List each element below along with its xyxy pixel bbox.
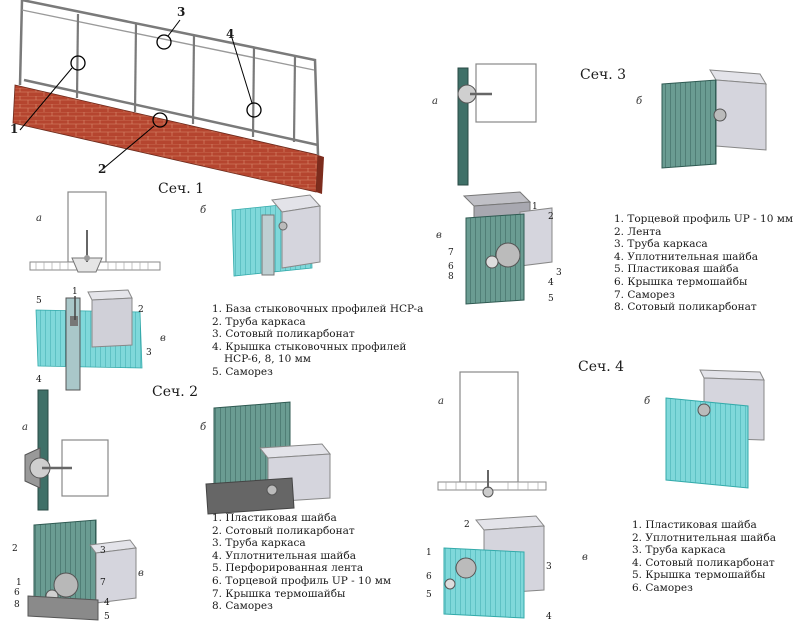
- s2-sub-a: а: [22, 422, 28, 433]
- s1-num-5: 5: [36, 296, 42, 306]
- s1-view-b: [231, 194, 321, 277]
- s3-num-7: 7: [448, 248, 454, 258]
- s2-sub-c: в: [138, 568, 144, 579]
- s4-legend-item: 5. Крышка термошайбы: [632, 569, 766, 582]
- s2-num-8: 8: [14, 600, 20, 610]
- s4-num-4: 4: [546, 612, 552, 622]
- s4-legend-item: 4. Сотовый поликарбонат: [632, 556, 775, 569]
- s3-legend-item: 4. Уплотнительная шайба: [614, 250, 758, 263]
- section-1-title: Сеч. 1: [158, 181, 205, 197]
- s4-legend: 1. Пластиковая шайба 2. Уплотнительная ш…: [632, 519, 776, 595]
- s1-legend-item: 2. Труба каркаса: [212, 315, 306, 328]
- s2-num-4: 4: [104, 598, 110, 608]
- s1-num-1: 1: [72, 287, 78, 297]
- overview-wall: [12, 0, 324, 194]
- s3-legend-item: 6. Крышка термошайбы: [614, 275, 748, 288]
- s4-view-b: [665, 369, 765, 489]
- s3-sub-b: б: [636, 96, 643, 107]
- s2-num-5: 5: [104, 612, 110, 622]
- s3-num-4: 4: [548, 278, 554, 288]
- s3-num-5: 5: [548, 294, 554, 304]
- s1-sub-c: в: [160, 333, 166, 344]
- s4-legend-item: 2. Уплотнительная шайба: [632, 531, 776, 544]
- s1-legend-item: 5. Саморез: [212, 365, 273, 378]
- s3-legend: 1. Торцевой профиль UP - 10 мм 2. Лента …: [614, 213, 793, 314]
- overview-callout-3: 3: [177, 5, 186, 19]
- s2-legend-item: 2. Сотовый поликарбонат: [212, 524, 355, 537]
- s3-legend-item: 3. Труба каркаса: [614, 238, 708, 251]
- s1-legend: 1. База стыковочных профилей HCP-a 2. Тр…: [212, 303, 423, 379]
- s3-view-c: [462, 191, 553, 305]
- s2-num-3: 3: [100, 546, 106, 556]
- s2-legend-item: 6. Торцевой профиль UP - 10 мм: [212, 574, 392, 587]
- s1-legend-item: HCP-6, 8, 10 мм: [224, 353, 311, 366]
- s4-num-3: 3: [546, 562, 552, 572]
- s4-sub-c: в: [582, 552, 588, 563]
- s2-sub-b: б: [200, 422, 207, 433]
- s1-sub-a: а: [36, 213, 42, 224]
- s3-legend-item: 2. Лента: [614, 225, 662, 238]
- overview-callout-1: 1: [10, 122, 19, 136]
- s1-legend-item: 3. Сотовый поликарбонат: [212, 328, 355, 341]
- s1-view-a: [29, 191, 161, 273]
- s3-num-2: 2: [548, 212, 554, 222]
- s2-num-6: 6: [14, 588, 20, 598]
- s2-view-c: [27, 519, 137, 621]
- s2-legend-item: 4. Уплотнительная шайба: [212, 549, 356, 562]
- s4-num-6: 6: [426, 572, 432, 582]
- s1-num-4: 4: [36, 375, 42, 385]
- overview-callout-4: 4: [226, 27, 235, 41]
- s3-legend-item: 5. Пластиковая шайба: [614, 263, 739, 276]
- s3-legend-item: 8. Сотовый поликарбонат: [614, 301, 757, 314]
- s4-sub-a: а: [438, 396, 444, 407]
- s1-num-3: 3: [146, 348, 152, 358]
- s4-view-c: [443, 515, 545, 619]
- s3-num-6: 6: [448, 262, 454, 272]
- s1-sub-b: б: [200, 205, 207, 216]
- section-3-title: Сеч. 3: [580, 67, 627, 83]
- section-2-title: Сеч. 2: [152, 384, 199, 400]
- s1-num-2: 2: [138, 305, 144, 315]
- s3-num-3: 3: [556, 268, 562, 278]
- overview-callout-2: 2: [98, 162, 107, 176]
- s2-num-7: 7: [100, 578, 106, 588]
- s3-sub-c: в: [436, 230, 442, 241]
- s4-num-1: 1: [426, 548, 432, 558]
- s2-legend-item: 5. Перфорированная лента: [212, 562, 364, 575]
- s1-legend-item: 1. База стыковочных профилей HCP-a: [212, 303, 424, 315]
- s2-legend: 1. Пластиковая шайба 2. Сотовый поликарб…: [212, 512, 391, 613]
- s3-num-8: 8: [448, 272, 454, 282]
- s4-legend-item: 6. Саморез: [632, 581, 693, 594]
- s2-legend-item: 7. Крышка термошайбы: [212, 587, 346, 600]
- s3-sub-a: а: [432, 96, 438, 107]
- s2-legend-item: 1. Пластиковая шайба: [212, 512, 337, 524]
- s1-legend-item: 4. Крышка стыковочных профилей: [212, 340, 407, 353]
- s2-num-1: 1: [16, 578, 22, 588]
- s3-legend-item: 7. Саморез: [614, 288, 675, 301]
- s2-view-b: [205, 401, 331, 515]
- s2-legend-item: 3. Труба каркаса: [212, 537, 306, 550]
- s4-legend-item: 1. Пластиковая шайба: [632, 519, 757, 531]
- s4-sub-b: б: [644, 396, 651, 407]
- s3-view-a: [457, 63, 537, 186]
- s2-view-a: [24, 389, 109, 511]
- s2-num-2: 2: [12, 544, 18, 554]
- s4-num-5: 5: [426, 590, 432, 600]
- s1-view-c: [35, 289, 143, 391]
- s3-legend-item: 1. Торцевой профиль UP - 10 мм: [614, 213, 794, 225]
- section-4-title: Сеч. 4: [578, 359, 625, 375]
- s4-view-a: [437, 371, 547, 498]
- s3-view-b: [661, 69, 767, 169]
- s2-legend-item: 8. Саморез: [212, 600, 273, 613]
- s4-legend-item: 3. Труба каркаса: [632, 544, 726, 557]
- s3-num-1: 1: [532, 202, 538, 212]
- s4-num-2: 2: [464, 520, 470, 530]
